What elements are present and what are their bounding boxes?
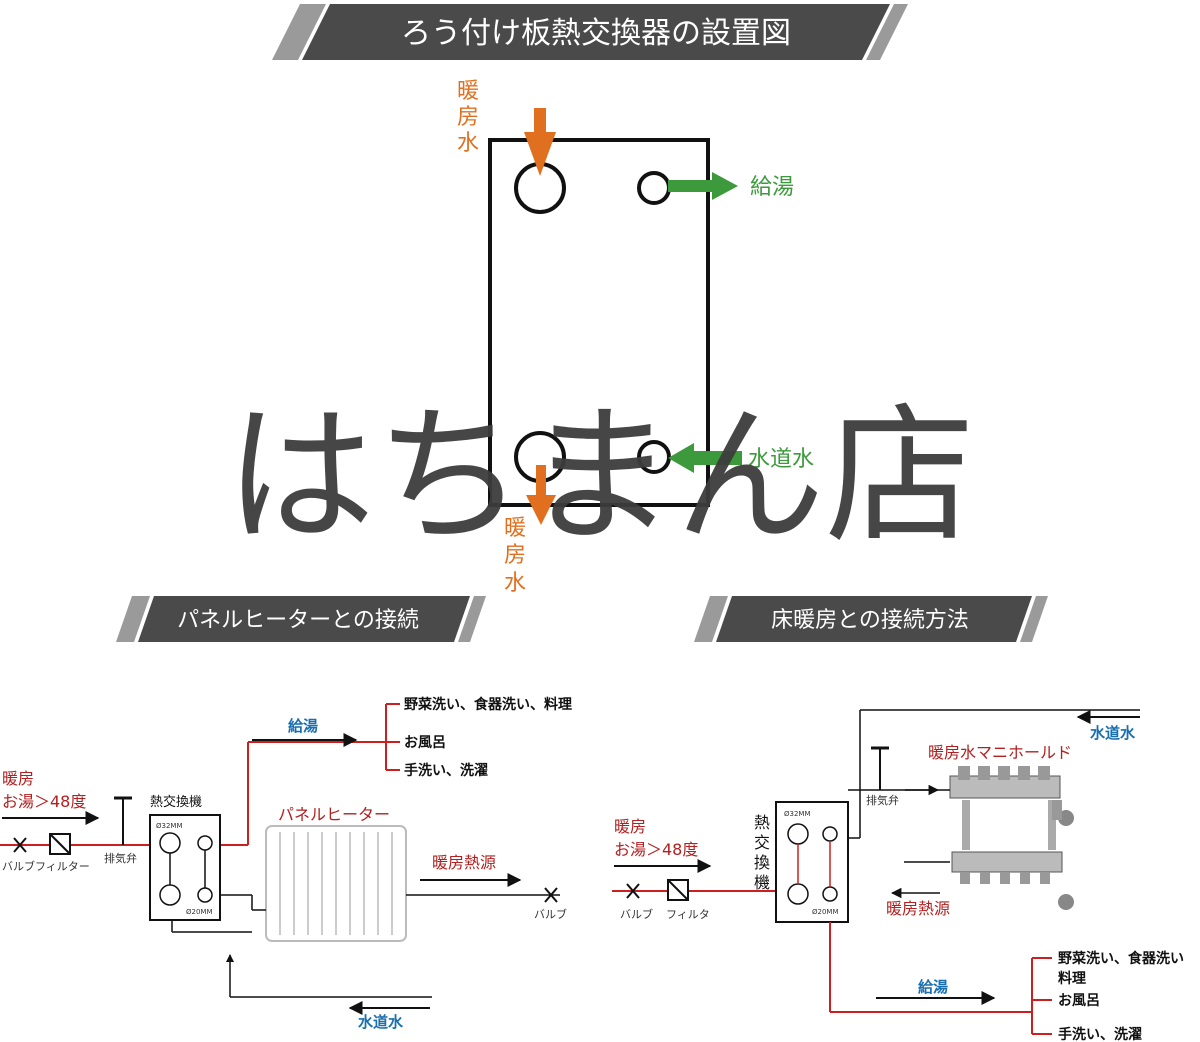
left-panel-diagram: 給湯 野菜洗い、食器洗い、料理 お風呂 手洗い、洗濯 暖房 お湯＞48度 バルブ… — [0, 696, 572, 1031]
right-use-2: お風呂 — [1058, 993, 1100, 1009]
svg-text:房: 房 — [457, 105, 479, 130]
hot-water-outlet-arrow — [668, 172, 738, 200]
left-use-3: 手洗い、洗濯 — [404, 762, 488, 779]
right-use-3: 手洗い、洗濯 — [1058, 1026, 1142, 1042]
right-hot-water-label: 給湯 — [918, 978, 948, 996]
svg-text:水: 水 — [457, 131, 479, 156]
left-dim-20: Ø20MM — [186, 908, 213, 916]
right-heat-source-label: 暖房熱源 — [886, 899, 950, 918]
right-manifold-label: 暖房水マニホールド — [928, 743, 1072, 762]
svg-text:暖: 暖 — [457, 79, 479, 104]
left-valve-label: バルブ — [534, 907, 567, 921]
right-use-1b: 料理 — [1058, 970, 1086, 987]
left-valve2-icon — [544, 887, 558, 903]
left-air-vent-icon — [114, 796, 132, 845]
left-exchanger-box — [149, 814, 221, 921]
svg-text:交: 交 — [754, 833, 770, 852]
left-city-water-label: 水道水 — [358, 1013, 404, 1031]
left-heat-source-label: 暖房熱源 — [432, 853, 496, 872]
right-exchanger-box — [775, 801, 849, 923]
right-heating-temp: お湯＞48度 — [614, 840, 698, 859]
right-section-title: 床暖房との接続方法 — [771, 608, 969, 633]
label-city-water-in: 水道水 — [748, 447, 814, 472]
plate-heat-exchanger — [488, 138, 710, 507]
svg-text:房: 房 — [504, 543, 526, 568]
svg-text:熱: 熱 — [754, 813, 770, 832]
svg-text:水: 水 — [504, 571, 526, 596]
svg-text:暖: 暖 — [504, 516, 526, 541]
right-air-vent-icon — [871, 746, 889, 790]
right-filter-label: フィルタ — [666, 908, 710, 921]
right-valve-label: バルブ — [620, 907, 653, 921]
manifold-icon — [949, 766, 1074, 910]
left-filter-icon — [49, 833, 71, 855]
port-city-water-inlet — [637, 440, 671, 474]
city-water-inlet-arrow — [668, 443, 742, 473]
right-dim-20: Ø20MM — [812, 908, 839, 916]
left-use-2: お風呂 — [404, 735, 446, 751]
right-exchanger-label: 熱 交 換 機 — [754, 813, 770, 892]
right-heating-label: 暖房 — [614, 817, 646, 836]
label-hot-water-out: 給湯 — [750, 175, 794, 200]
right-section-banner: 床暖房との接続方法 — [694, 596, 1048, 642]
heating-outlet-arrow — [526, 465, 556, 525]
left-heating-label: 暖房 — [2, 769, 34, 788]
right-air-vent-label: 排気弁 — [866, 793, 899, 807]
left-section-banner: パネルヒーターとの接続 — [116, 596, 486, 642]
left-section-title: パネルヒーターとの接続 — [177, 608, 419, 633]
left-panel-heater-label: パネルヒーター — [278, 805, 390, 824]
top-title-banner: ろう付け板熱交換器の設置図 — [272, 4, 908, 60]
left-exchanger-label: 熱交換機 — [150, 794, 202, 810]
label-heating-out: 暖 房 水 — [504, 516, 526, 596]
top-title: ろう付け板熱交換器の設置図 — [401, 16, 791, 51]
left-heating-temp: お湯＞48度 — [2, 792, 86, 811]
heating-inlet-arrow — [524, 108, 556, 176]
svg-text:換: 換 — [754, 853, 770, 872]
store-watermark: はちまん店 — [225, 390, 975, 564]
right-valve-icon — [626, 883, 640, 899]
label-heating-in: 暖 房 水 — [457, 79, 479, 156]
panel-heater-icon — [265, 825, 407, 942]
right-dim-32: Ø32MM — [784, 810, 811, 818]
left-valve-icon — [13, 837, 27, 853]
left-air-vent-label: 排気弁 — [104, 851, 137, 865]
svg-text:機: 機 — [754, 873, 770, 892]
right-use-1: 野菜洗い、食器洗い — [1058, 950, 1184, 967]
right-floor-diagram: 水道水 暖房水マニホールド 排気弁 — [612, 709, 1184, 1042]
right-city-water-label: 水道水 — [1090, 724, 1136, 742]
left-valve-filter-label: バルブフィルター — [2, 859, 90, 873]
port-hot-water-outlet — [637, 171, 671, 205]
left-dim-32: Ø32MM — [156, 822, 183, 830]
right-filter-icon — [667, 879, 689, 901]
left-use-1: 野菜洗い、食器洗い、料理 — [404, 696, 572, 713]
left-hot-water-label: 給湯 — [288, 717, 318, 735]
